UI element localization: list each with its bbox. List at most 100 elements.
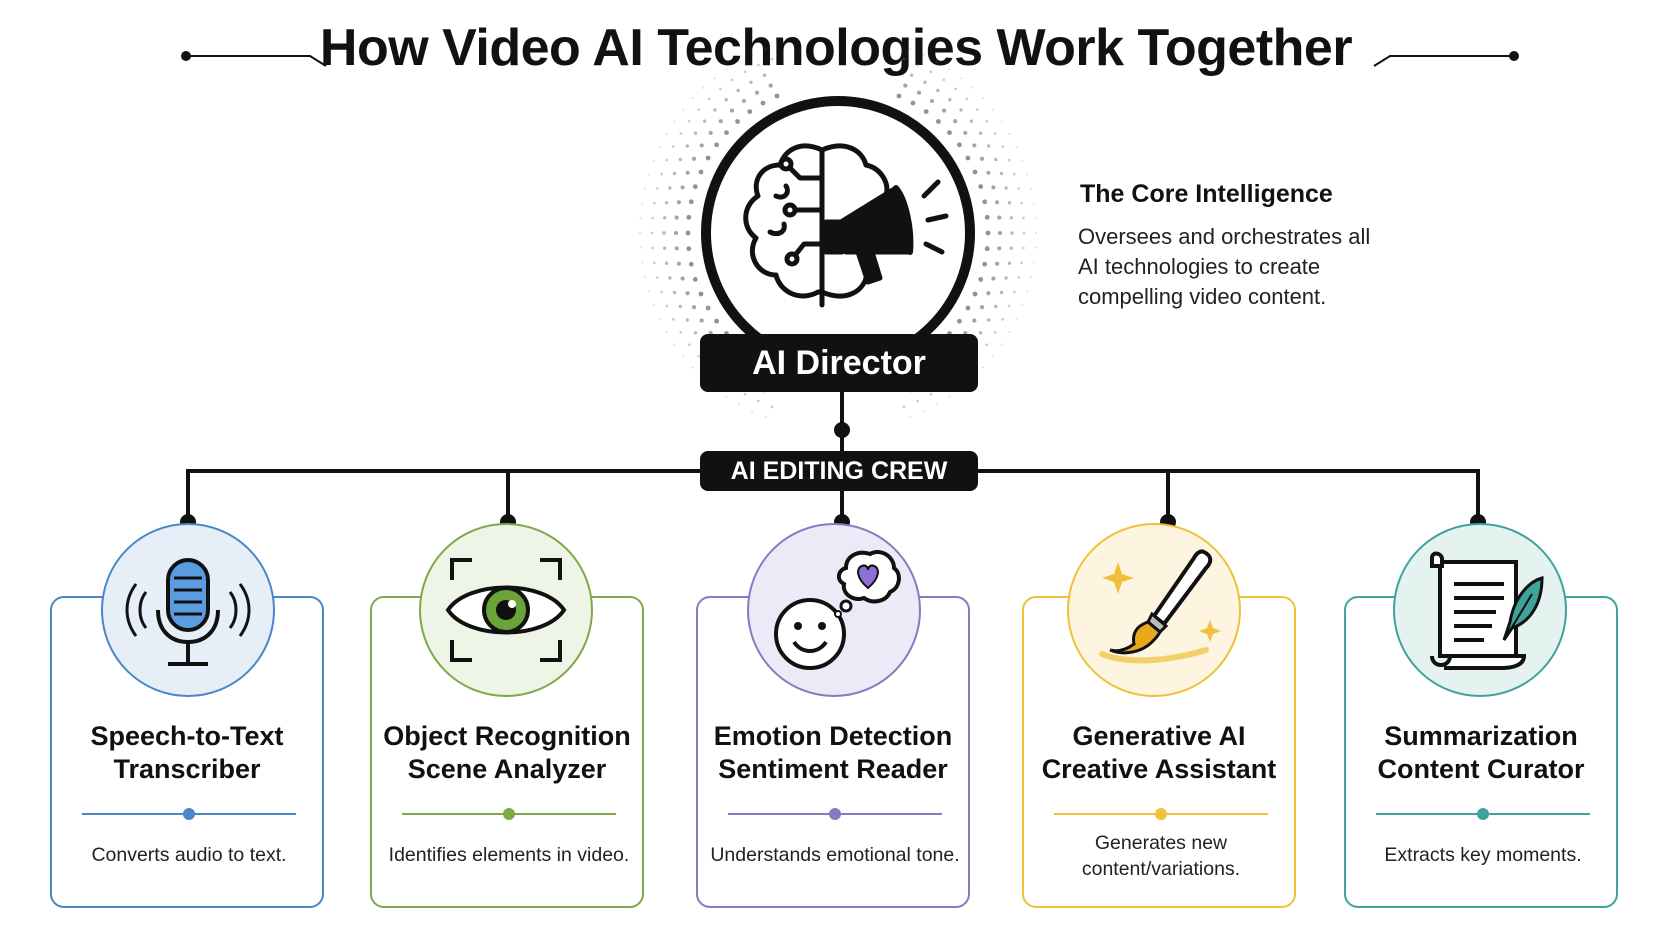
halo-dot <box>948 395 951 398</box>
divider-dot <box>183 808 195 820</box>
halo-dot <box>688 261 694 267</box>
halo-dot <box>754 90 760 95</box>
halo-dot <box>978 184 984 190</box>
halo-dot <box>692 277 698 282</box>
halo-dot <box>975 108 979 112</box>
halo-dot <box>978 331 983 335</box>
halo-dot <box>671 145 675 148</box>
halo-dot <box>959 108 963 112</box>
halo-dot <box>942 108 947 113</box>
halo-dot <box>948 98 952 102</box>
halo-dot <box>644 276 646 279</box>
halo-dot <box>929 70 933 74</box>
halo-dot <box>658 317 661 320</box>
halo-dot <box>1000 120 1003 123</box>
halo-dot <box>708 130 713 135</box>
halo-dot <box>985 230 991 236</box>
card-description: Converts audio to text. <box>60 842 318 868</box>
halo-dot <box>647 173 650 176</box>
halo-dot <box>641 261 644 264</box>
halo-dot <box>660 290 663 294</box>
halo-dot <box>685 291 690 296</box>
halo-dot <box>713 77 716 80</box>
halo-dot <box>650 231 654 235</box>
halo-dot <box>929 98 935 104</box>
card-title: Generative AI Creative Assistant <box>1024 720 1294 786</box>
halo-dot <box>678 157 682 162</box>
halo-dot <box>999 171 1004 176</box>
card-description-line: Extracts key moments. <box>1384 844 1582 866</box>
halo-dot <box>978 131 983 135</box>
halo-dot <box>982 366 985 369</box>
halo-dot <box>947 130 952 136</box>
card-divider <box>1054 808 1268 820</box>
halo-dot <box>651 216 654 220</box>
halo-dot <box>749 80 753 85</box>
halo-dot <box>656 276 659 279</box>
divider-dot <box>503 808 515 820</box>
card-title-line: Speech-to-Text <box>90 721 284 751</box>
halo-dot <box>963 130 968 135</box>
halo-dot <box>718 119 723 124</box>
halo-dot <box>1032 202 1035 205</box>
card-title-line: Transcriber <box>113 754 261 784</box>
halo-dot <box>994 157 998 162</box>
halo-dot <box>1034 246 1037 249</box>
halo-dot <box>682 355 685 358</box>
halo-dot <box>674 215 679 220</box>
halo-dot <box>685 230 691 236</box>
halo-dot <box>997 230 1003 236</box>
halo-dot <box>647 290 650 293</box>
halo-dot <box>688 199 694 205</box>
halo-dot <box>916 90 922 95</box>
halo-dot <box>986 291 991 296</box>
halo-dot <box>705 305 711 311</box>
card-title: Emotion Detection Sentiment Reader <box>698 720 968 786</box>
halo-dot <box>729 108 734 113</box>
halo-dot <box>691 305 697 310</box>
halo-dot <box>995 261 1000 266</box>
halo-dot <box>1015 146 1018 149</box>
halo-dot <box>698 169 704 175</box>
halo-dot <box>698 291 704 297</box>
halo-dot <box>738 60 740 63</box>
halo-dot <box>993 331 997 334</box>
halo-dot <box>685 318 689 322</box>
halo-dot <box>730 78 734 82</box>
halo-dot <box>965 305 971 311</box>
title-left-line <box>181 51 327 67</box>
halo-dot <box>1026 290 1029 293</box>
halo-dot <box>969 119 973 123</box>
halo-dot <box>896 93 902 99</box>
halo-dot <box>665 133 668 135</box>
halo-dot <box>663 216 667 220</box>
halo-dot <box>972 318 977 323</box>
halo-dot <box>954 87 957 91</box>
divider-dot <box>829 808 841 820</box>
halo-dot <box>764 416 767 419</box>
halo-dot <box>965 155 971 161</box>
halo-dot <box>971 86 974 89</box>
card-title-line: Generative AI <box>1072 721 1246 751</box>
halo-dot <box>972 169 978 175</box>
brain-megaphone-icon <box>743 143 949 308</box>
halo-dot <box>985 119 989 123</box>
halo-dot <box>997 246 1002 251</box>
page-title: How Video AI Technologies Work Together <box>319 19 1353 77</box>
halo-dot <box>697 354 701 358</box>
divider-dot <box>1477 808 1489 820</box>
halo-dot <box>936 119 941 124</box>
halo-dot <box>735 119 740 124</box>
core-description: Oversees and orchestrates all AI technol… <box>1078 222 1408 312</box>
halo-dot <box>676 261 681 266</box>
eye-icon <box>418 522 594 698</box>
halo-dot <box>991 108 994 111</box>
halo-dot <box>1001 145 1005 148</box>
card-description-line: Converts audio to text. <box>91 844 287 866</box>
halo-dot <box>991 185 996 190</box>
halo-dot <box>662 231 666 235</box>
halo-dot <box>1010 231 1014 235</box>
halo-dot <box>756 399 760 403</box>
halo-dot <box>1022 231 1026 235</box>
ai-director-label: AI Director <box>700 334 978 392</box>
